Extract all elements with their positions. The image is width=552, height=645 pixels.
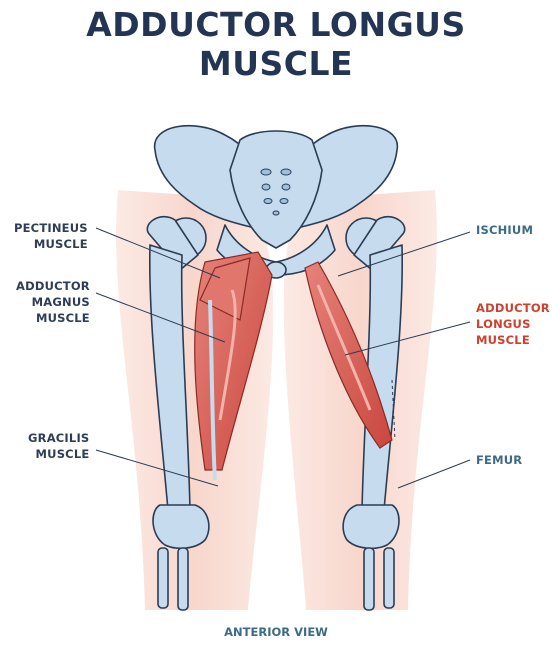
gracilis-label-line-1: GRACILIS bbox=[28, 430, 89, 446]
view-caption: ANTERIOR VIEW bbox=[0, 625, 552, 639]
adductor-magnus-label: ADDUCTOR MAGNUS MUSCLE bbox=[16, 278, 90, 326]
adductor-longus-label-line-1: ADDUCTOR bbox=[476, 300, 550, 316]
gracilis-label: GRACILIS MUSCLE bbox=[28, 430, 89, 462]
adductor-magnus-label-line-2: MAGNUS bbox=[16, 294, 90, 310]
adductor-longus-label-line-3: MUSCLE bbox=[476, 332, 550, 348]
adductor-longus-label-line-2: LONGUS bbox=[476, 316, 550, 332]
ischium-label: ISCHIUM bbox=[476, 222, 533, 238]
femur-label-line-1: FEMUR bbox=[476, 452, 522, 468]
pectineus-label-line-2: MUSCLE bbox=[14, 236, 88, 252]
adductor-longus-label: ADDUCTOR LONGUS MUSCLE bbox=[476, 300, 550, 348]
pectineus-label: PECTINEUS MUSCLE bbox=[14, 220, 88, 252]
gracilis-label-line-2: MUSCLE bbox=[28, 446, 89, 462]
adductor-magnus-label-line-3: MUSCLE bbox=[16, 310, 90, 326]
adductor-magnus-label-line-1: ADDUCTOR bbox=[16, 278, 90, 294]
ischium-label-line-1: ISCHIUM bbox=[476, 222, 533, 238]
femur-label: FEMUR bbox=[476, 452, 522, 468]
pectineus-label-line-1: PECTINEUS bbox=[14, 220, 88, 236]
